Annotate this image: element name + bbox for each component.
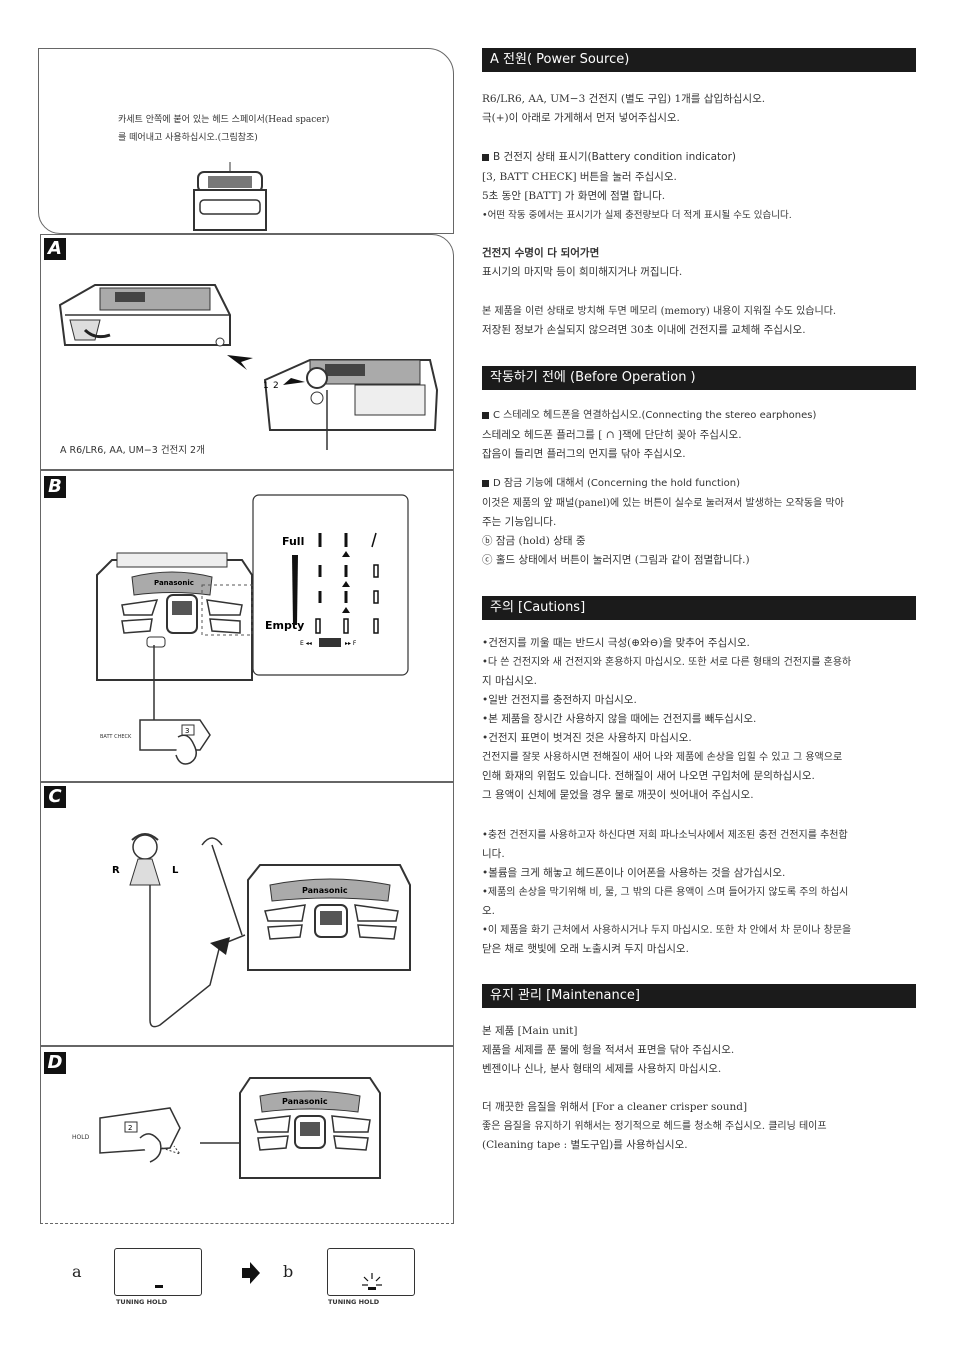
caution-item: 그 용액이 신체에 묻었을 경우 물로 깨끗이 씻어내어 주십시오. xyxy=(482,789,754,801)
intro-line2: 를 떼어내고 사용하십시오.(그림참조) xyxy=(118,133,258,143)
bottom-b-label: b xyxy=(283,1262,294,1281)
battery-indicator-illustration: Full Empty E ◂◂ ▸▸ F Panasonic xyxy=(96,494,409,735)
battery-line2: 5초 동안 [BATT] 가 화면에 점멸 합니다. xyxy=(482,190,666,202)
battery-insertion-illustration: 1 2 xyxy=(58,284,439,450)
svg-text:Panasonic: Panasonic xyxy=(282,1097,328,1106)
caution-item: •본 제품을 장시간 사용하지 않을 때에는 건전지를 빼두십시오. xyxy=(482,713,757,725)
caution-item: 건전지를 잘못 사용하시면 전해질이 새어 나와 제품에 손상을 입힐 수 있고… xyxy=(482,752,843,763)
panel-d-label: D xyxy=(44,1052,66,1074)
hold-title: D 잠금 기능에 대해서 (Concerning the hold functi… xyxy=(482,474,922,493)
hold-illustration: 2 Panasonic xyxy=(99,1077,381,1179)
clean-sound-line2: (Cleaning tape : 별도구입)를 사용하십시오. xyxy=(482,1139,688,1151)
full-label: Full xyxy=(282,535,304,548)
memory-line1: 본 제품을 이런 상태로 방치해 두면 메모리 (memory) 내용이 지워질… xyxy=(482,306,837,317)
caution-item: 오. xyxy=(482,905,495,917)
blink-icon xyxy=(362,1273,382,1290)
svg-text:Panasonic: Panasonic xyxy=(302,886,348,895)
svg-text:3: 3 xyxy=(185,727,189,735)
panel-c-label: C xyxy=(44,786,66,808)
clean-sound-title: 더 깨끗한 음질을 위해서 [For a cleaner crisper sou… xyxy=(482,1101,748,1113)
display-b xyxy=(327,1248,415,1296)
caution-item: 지 마십시오. xyxy=(482,675,537,687)
memory-line2: 저장된 정보가 손실되지 않으려면 30초 이내에 건전지를 교체해 주십시오. xyxy=(482,324,806,336)
panel-a xyxy=(40,234,454,470)
intro-line1: 카세트 안쪽에 붙어 있는 헤드 스페이서(Head spacer) xyxy=(118,115,330,125)
caution-item: 인해 화재의 위험도 있습니다. 전해질이 새어 나오면 구입처에 문의하십시오… xyxy=(482,770,815,782)
clean-sound-line1: 좋은 음질을 유지하기 위해서는 정기적으로 헤드를 청소해 주십시오. 클리닝… xyxy=(482,1121,827,1132)
power-source-header: A 전원( Power Source) xyxy=(482,48,916,72)
bullet-square-icon xyxy=(482,411,489,419)
power-line2: 극(+)이 아래로 가게해서 먼저 넣어주십시오. xyxy=(482,112,680,124)
caution-item: •건전지 표면이 벗겨진 것은 사용하지 마십시오. xyxy=(482,732,692,744)
earphone-line1: 스테레오 헤드폰 플러그를 [ ∩ ]잭에 단단히 꽂아 주십시오. xyxy=(482,429,742,441)
before-operation-header: 작동하기 전에 (Before Operation ) xyxy=(482,366,916,390)
power-line1: R6/LR6, AA, UM−3 건전지 (별도 구입) 1개를 삽입하십시오. xyxy=(482,93,766,105)
bullet-square-icon xyxy=(482,479,489,487)
panel-d xyxy=(40,1046,454,1224)
svg-text:▸▸ F: ▸▸ F xyxy=(345,640,357,647)
panel-a-caption: A R6/LR6, AA, UM−3 건전지 2개 xyxy=(60,445,205,456)
svg-text:1: 1 xyxy=(263,381,269,391)
battery-indicator-title-text: B 건전지 상태 표시기(Battery condition indicator… xyxy=(493,151,736,163)
earphone-title-text: C 스테레오 헤드폰을 연결하십시오.(Connecting the stere… xyxy=(493,410,817,421)
intro-panel xyxy=(38,48,454,234)
battery-indicator-title: B 건전지 상태 표시기(Battery condition indicator… xyxy=(482,148,922,167)
battery-dead-title: 건전지 수명이 다 되어가면 xyxy=(482,247,600,259)
battery-line3: •어떤 작동 중에서는 표시기가 실제 충전량보다 더 적게 표시될 수도 있습… xyxy=(482,210,792,221)
display-b-caption: TUNING HOLD xyxy=(328,1298,380,1306)
maintenance-header: 유지 관리 [Maintenance] xyxy=(482,984,916,1008)
caution-item: 니다. xyxy=(482,848,505,860)
earphone-connection-illustration: R L Panasonic xyxy=(112,833,411,1028)
caution-item: •다 쓴 건전지와 새 건전지와 혼용하지 마십시오. 또한 서로 다른 형태의… xyxy=(482,657,852,668)
batt-check-label: BATT CHECK xyxy=(100,734,132,740)
caution-item: 닫은 채로 햇빛에 오래 노출시켜 두지 마십시오. xyxy=(482,943,689,955)
caution-item: •제품의 손상을 막기위해 비, 물, 그 밖의 다른 용액이 스며 들어가지 … xyxy=(482,887,849,898)
main-unit-line2: 벤젠이나 신나, 분사 형태의 세제를 사용하지 마십시오. xyxy=(482,1063,722,1075)
svg-text:2: 2 xyxy=(273,381,279,391)
svg-text:Panasonic: Panasonic xyxy=(154,579,194,587)
display-a xyxy=(114,1248,202,1296)
caution-item: •볼륨을 크게 해놓고 헤드폰이나 이어폰을 사용하는 것을 삼가십시오. xyxy=(482,867,786,879)
caution-item: •건전지를 끼울 때는 반드시 극성(⊕와⊖)을 맞추어 주십시오. xyxy=(482,637,750,649)
caution-item: •일반 건전지를 충전하지 마십시오. xyxy=(482,694,637,706)
main-unit-title: 본 제품 [Main unit] xyxy=(482,1025,578,1037)
arrow-icon xyxy=(240,1262,260,1288)
svg-text:E ◂◂: E ◂◂ xyxy=(300,640,312,647)
earphone-line2: 잡음이 들리면 플러그의 먼지를 닦아 주십시오. xyxy=(482,448,686,460)
panel-c xyxy=(40,782,454,1046)
caution-item: •이 제품을 화기 근처에서 사용하시거나 두지 마십시오. 또한 차 안에서 … xyxy=(482,925,852,936)
main-unit-line1: 제품을 세제를 푼 물에 헝을 적셔서 표면을 닦아 주십시오. xyxy=(482,1044,735,1056)
battery-line1: [3, BATT CHECK] 버튼을 눌러 주십시오. xyxy=(482,171,677,183)
hold-line3: ⓑ 잠금 (hold) 상태 중 xyxy=(482,535,586,547)
head-spacer-illustration xyxy=(193,162,267,231)
bottom-a-label: a xyxy=(72,1262,82,1281)
caution-item: •충전 건전지를 사용하고자 하신다면 저희 파나소닉사에서 제조된 충전 건전… xyxy=(482,830,848,841)
cautions-header: 주의 [Cautions] xyxy=(482,596,916,620)
hold-label: HOLD xyxy=(72,1134,90,1141)
empty-label: Empty xyxy=(265,619,304,632)
panel-b xyxy=(40,470,454,782)
hold-line1: 이것은 제품의 앞 패널(panel)에 있는 버튼이 실수로 눌러져서 발생하… xyxy=(482,498,844,509)
display-a-caption: TUNING HOLD xyxy=(116,1298,168,1306)
hold-line4: ⓒ 홀드 상태에서 버튼이 눌러지면 (그림과 같이 점멸합니다.) xyxy=(482,554,750,566)
svg-text:L: L xyxy=(172,865,179,876)
svg-text:R: R xyxy=(112,865,120,876)
hold-line2: 주는 기능입니다. xyxy=(482,516,557,528)
panel-b-label: B xyxy=(44,476,66,498)
batt-check-button-illustration: 3 xyxy=(139,719,211,765)
svg-text:2: 2 xyxy=(128,1124,132,1132)
earphone-title: C 스테레오 헤드폰을 연결하십시오.(Connecting the stere… xyxy=(482,406,922,425)
battery-dead-line1: 표시기의 마지막 등이 희미해지거나 꺼집니다. xyxy=(482,266,683,278)
panel-a-label: A xyxy=(44,238,66,260)
hold-title-text: D 잠금 기능에 대해서 (Concerning the hold functi… xyxy=(493,478,741,489)
bullet-square-icon xyxy=(482,153,489,161)
